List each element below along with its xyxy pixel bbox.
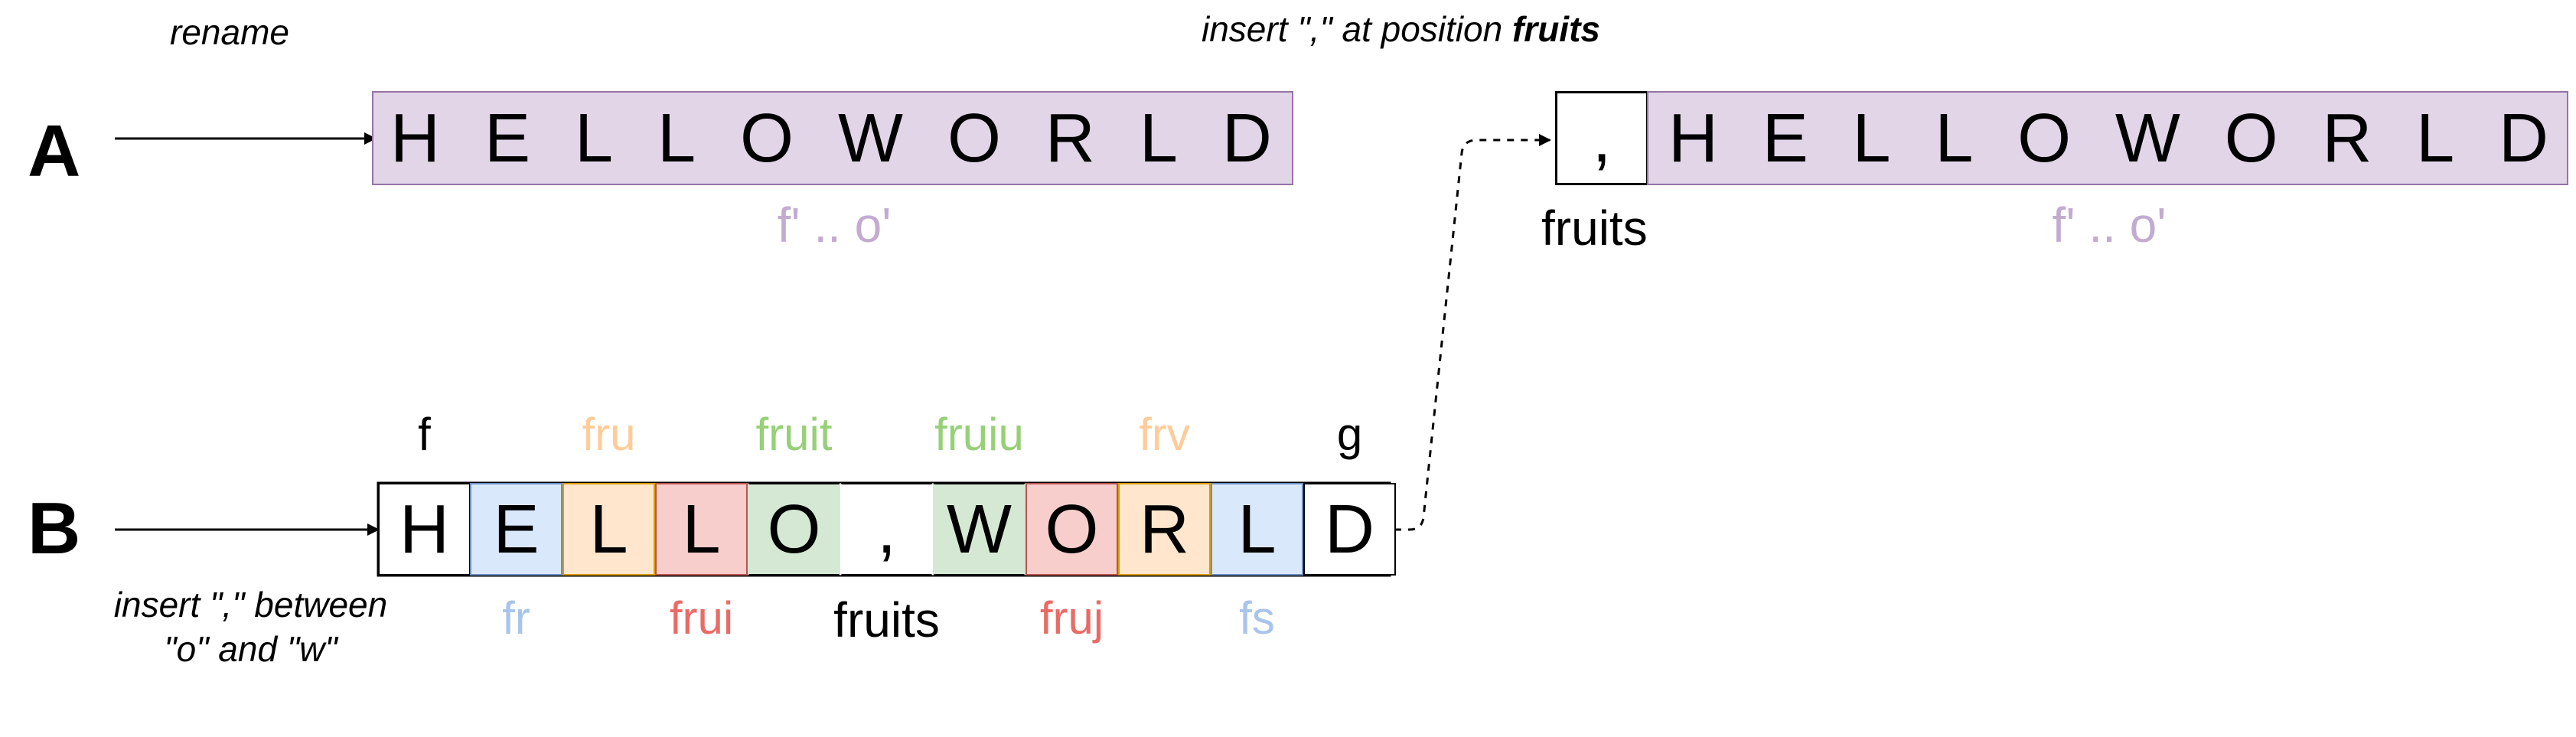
string-cell: D xyxy=(1303,483,1396,576)
strip-letter: E xyxy=(1762,99,1808,177)
strip-letter: L xyxy=(657,99,696,177)
strip-letter: H xyxy=(390,99,440,177)
string-cell: O xyxy=(1026,483,1118,576)
row-a-strip: H E L L O W O R L D xyxy=(372,91,1293,185)
rename-note: rename xyxy=(170,12,289,52)
position-label: fruiu xyxy=(934,409,1024,460)
insert-between-note: insert "," between "o" and "w" xyxy=(77,583,425,671)
strip-letter: L xyxy=(574,99,614,177)
result-comma-cell: , xyxy=(1555,91,1648,185)
strip-letter: R xyxy=(2322,99,2372,177)
strip-letter: O xyxy=(740,99,794,177)
position-label: fruj xyxy=(1039,592,1104,644)
position-label: frui xyxy=(669,592,734,644)
result-strip-label: f' .. o' xyxy=(2052,197,2167,253)
strip-letter: O xyxy=(2017,99,2072,177)
string-cell: R xyxy=(1118,483,1211,576)
position-label: fruits xyxy=(833,592,940,647)
string-cell: W xyxy=(933,483,1026,576)
string-cell: , xyxy=(840,483,933,576)
position-label: fru xyxy=(582,409,636,460)
string-cell: H xyxy=(378,483,471,576)
strip-letter: O xyxy=(2224,99,2278,177)
position-label: fr xyxy=(502,592,530,644)
string-cell: E xyxy=(470,483,562,576)
insert-position-note: insert "," at position fruits xyxy=(1202,8,1600,52)
position-label: frv xyxy=(1139,409,1190,460)
row-b-letter: B xyxy=(28,488,81,569)
strip-letter: L xyxy=(1139,99,1178,177)
strip-letter: L xyxy=(1935,99,1974,177)
strip-letter: L xyxy=(2416,99,2455,177)
strip-letter: W xyxy=(2115,99,2180,177)
position-label: f xyxy=(418,409,431,460)
insert-position-note-bold: fruits xyxy=(1511,9,1600,49)
insert-between-note-line2: "o" and "w" xyxy=(164,628,337,669)
strip-letter: H xyxy=(1668,99,1718,177)
string-cell: O xyxy=(748,483,840,576)
position-label: fruit xyxy=(755,409,833,460)
position-label: g xyxy=(1336,409,1363,460)
strip-letter: L xyxy=(1852,99,1891,177)
strip-letter: R xyxy=(1045,99,1095,177)
strip-letter: O xyxy=(947,99,1001,177)
result-strip: H E L L O W O R L D xyxy=(1647,91,2568,185)
strip-letter: W xyxy=(838,99,903,177)
strip-letter: D xyxy=(2498,99,2548,177)
row-a-strip-label: f' .. o' xyxy=(777,197,892,253)
strip-letter: D xyxy=(1221,99,1272,177)
insert-between-note-line1: insert "," between xyxy=(113,585,388,624)
dotted-connector xyxy=(1394,134,1551,531)
strip-letter: E xyxy=(484,99,530,177)
string-cell: L xyxy=(655,483,748,576)
row-a-letter: A xyxy=(28,110,81,192)
position-label: fs xyxy=(1239,592,1275,644)
string-cell: L xyxy=(1211,483,1303,576)
string-cell: L xyxy=(562,483,655,576)
result-comma-label: fruits xyxy=(1541,201,1648,256)
insert-position-note-text: insert "," at position xyxy=(1202,9,1512,49)
